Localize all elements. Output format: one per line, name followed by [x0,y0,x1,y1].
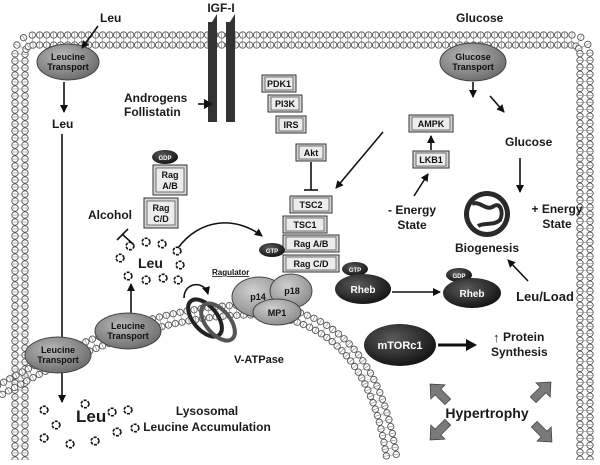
rag-ab-inline-label: Rag A/B [294,239,329,249]
alcohol-label: Alcohol [88,208,132,222]
mtorc1-complex: mTORc1 [364,324,436,366]
igf-receptor [208,14,235,122]
lysosomal-line2: Leucine Accumulation [143,420,271,434]
leucine-molecule [159,274,168,281]
leucine-molecule [124,406,133,413]
mp1-label: MP1 [268,308,287,318]
hypertrophy-label: Hypertrophy [445,405,528,421]
glucose-transport-line2: Transport [452,62,494,72]
leucine-molecule [66,440,75,447]
energy-minus-line1: - Energy [388,203,436,217]
protein-up-arrow: ↑ [493,330,500,345]
leu-top-label: Leu [100,11,121,25]
leucine-molecule [108,408,117,415]
glucose-transport-line1: Glucose [455,52,491,62]
pdk1-label: PDK1 [267,79,291,89]
ragulator-label: Ragulator [212,268,249,277]
rheb-gdp: GDP Rheb [443,268,501,308]
bottom-transport-line2: Transport [37,355,79,365]
signaling-stack: PDK1 PI3K IRS Akt [262,75,326,161]
leucine-molecule [40,406,49,413]
energy-plus-line2: State [542,217,572,231]
bottom-transport-line1: Leucine [41,345,75,355]
androgens-label: Androgens [124,91,188,105]
arrow-energy-to-lkb1 [414,174,428,196]
irs-label: IRS [283,120,298,130]
hypertrophy-arrow [527,417,559,449]
rag-ab-line1: Rag [161,170,178,180]
arrow-glucose-in [490,96,504,112]
leucine-molecule [52,421,61,428]
leucine-molecule [142,276,151,283]
leu-load-label: Leu/Load [516,289,574,304]
leucine-molecule [176,261,185,268]
akt-label: Akt [304,148,319,158]
leucine-molecule [131,424,140,431]
tsc1-label: TSC1 [293,220,316,230]
hypertrophy-arrow [526,375,558,407]
lkb1-label: LKB1 [419,155,443,165]
arrow-mtor-head [466,339,477,351]
protein-line1: Protein [503,330,544,344]
arrow-leuload-to-biogenesis [508,260,528,281]
mtorc1-label: mTORc1 [377,340,422,352]
atp-label: ATP [480,211,494,218]
gtp-rheb-label: GTP [349,268,361,274]
biogenesis-label: Biogenesis [455,241,519,255]
leucine-transporter-lysosome: Leucine Transport [95,313,161,349]
leucine-molecule [113,428,122,435]
leucine-molecule [40,434,49,441]
rag-cd-line1: Rag [152,203,169,213]
gdp-rag-label: GDP [158,156,171,162]
rheb-gtp: GTP Rheb [335,262,391,304]
leucine-transporter-top: Leucine Transport [37,44,99,80]
leucine-transporter-bottom: Leucine Transport [25,337,91,373]
mitochondrion: ATP [464,191,510,237]
tsc-complex: TSC2 TSC1 Rag A/B Rag C/D [283,196,339,272]
leucine-transport-line2: Transport [47,62,89,72]
leu-lysosome-label: Leu [76,407,106,426]
leucine-molecule [158,240,167,247]
rheb-gtp-label: Rheb [351,285,376,296]
igf-label: IGF-I [207,1,234,15]
energy-plus-line1: + Energy [531,202,582,216]
rag-cd-inline-label: Rag C/D [293,259,329,269]
energy-minus-line2: State [397,218,427,232]
rheb-gdp-label: Rheb [460,289,485,300]
rag-cd-line2: C/D [153,214,169,224]
tsc2-label: TSC2 [299,200,322,210]
gtp-rag-label: GTP [266,249,278,255]
p18-label: p18 [284,286,300,296]
lysosomal-line1: Lysosomal [176,404,238,418]
leucine-molecule [91,437,100,444]
glucose-top-label: Glucose [456,11,504,25]
leucine-molecule [124,272,133,279]
rag-ab-line2: A/B [162,181,178,191]
follistatin-label: Follistatin [124,105,181,119]
leucine-molecule [173,247,182,254]
leucine-molecule [142,238,151,245]
pi3k-label: PI3K [275,99,296,109]
glucose-inside-label: Glucose [505,135,553,149]
leucine-molecule [126,242,135,249]
arrow-leu-to-rag [178,223,262,248]
rag-gdp: GDP Rag A/B Rag C/D [144,150,187,228]
gtp-on-rag: GTP [259,243,285,257]
leucine-transport-line1: Leucine [51,52,85,62]
leu-inside-label: Leu [52,117,73,131]
leucine-molecule [116,254,125,261]
lysosome-membrane [0,302,399,460]
protein-line2: Synthesis [491,345,548,359]
ampk-label: AMPK [418,119,445,129]
lyso-transport-line1: Leucine [111,321,145,331]
lyso-transport-line2: Transport [107,331,149,341]
glucose-transporter: Glucose Transport [440,43,506,81]
p14-label: p14 [250,292,266,302]
v-atpase-label: V-ATPase [234,354,284,366]
leu-cluster-label: Leu [138,255,163,271]
leucine-molecule [174,276,183,283]
arrow-ampk-to-tsc2 [336,132,383,188]
